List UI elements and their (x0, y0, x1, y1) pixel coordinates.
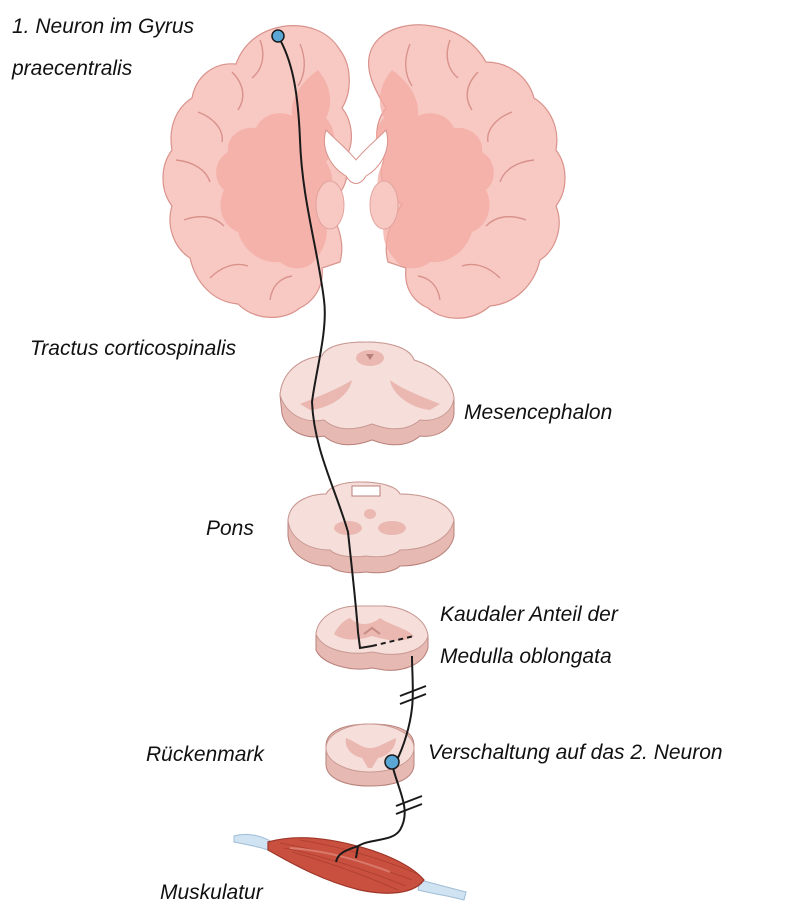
tendon-right (418, 880, 466, 900)
label-verschaltung: Verschaltung auf das 2. Neuron (428, 740, 723, 766)
label-rueckenmark: Rückenmark (146, 742, 264, 768)
second-neuron-cell-body (385, 755, 399, 769)
label-muskulatur: Muskulatur (160, 880, 263, 906)
muscle-belly (268, 838, 424, 893)
mesencephalon-section (280, 342, 454, 445)
pons-section (288, 482, 454, 573)
brain-coronal-section (163, 25, 565, 318)
label-pons: Pons (206, 516, 254, 542)
label-tractus-corticospinalis: Tractus corticospinalis (30, 336, 236, 362)
label-medulla-line1: Kaudaler Anteil der (440, 602, 618, 628)
label-neuron1-line2: praecentralis (12, 56, 132, 82)
spinal-cord-section (326, 724, 414, 786)
label-neuron1-line1: 1. Neuron im Gyrus (12, 14, 194, 40)
muscle (234, 834, 466, 900)
interruption-mark-lower (396, 796, 422, 814)
tendon-left (234, 834, 272, 850)
label-mesencephalon: Mesencephalon (464, 400, 612, 426)
first-neuron-cell-body (272, 30, 284, 42)
right-deep-nucleus (370, 181, 398, 229)
label-medulla-line2: Medulla oblongata (440, 644, 612, 670)
left-deep-nucleus (316, 181, 344, 229)
